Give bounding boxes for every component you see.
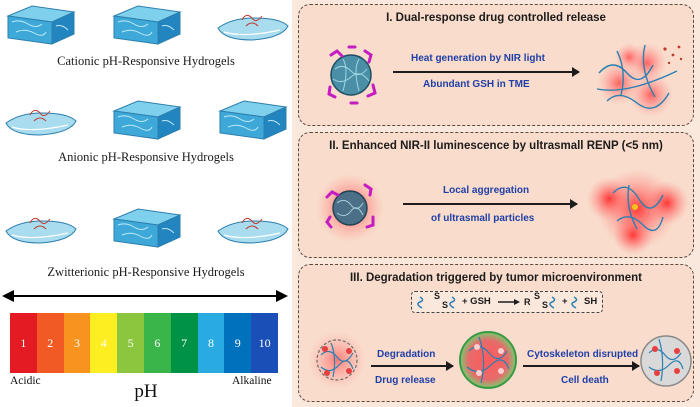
tumor-cell-with-particles-icon [459,331,517,389]
section-degradation: III. Degradation triggered by tumor micr… [298,264,694,402]
section1-line1: Heat generation by NIR light [411,53,545,64]
collapsed-hydrogel-sheet-icon [5,109,77,136]
swollen-hydrogel-block-icon [112,208,182,248]
swollen-hydrogel-block-icon [112,100,182,140]
ph-cell: 7 [170,313,198,373]
section1-arrow [393,67,580,77]
cationic-hydrogel-row [0,0,292,50]
collapsed-hydrogel-sheet-icon [217,14,289,41]
disulfide-reaction: S S + GSH R S S + SH [411,291,603,313]
section2-line1: Local aggregation [443,185,530,196]
ph-cell: 5 [117,313,144,373]
section3-label-b2: Cell death [561,375,609,386]
section3-arrow-a [371,361,454,371]
zwitterionic-hydrogel-row [0,203,292,253]
acidic-label: Acidic [10,375,41,387]
reaction-r: R [524,297,531,307]
ph-cell: 2 [36,313,64,373]
ph-cell: 8 [197,313,225,373]
reaction-s1: S [434,291,441,301]
double-arrow-icon [2,290,288,302]
reaction-plus-gsh: + GSH [462,296,491,307]
ph-cell: 6 [143,313,171,373]
ph-cell: 3 [63,313,91,373]
swollen-hydrogel-block-icon [218,100,288,140]
ph-cell: 10 [251,313,278,373]
released-drug-glow-icon [596,43,683,117]
cationic-caption: Cationic pH-Responsive Hydrogels [57,54,235,68]
section3-label-a2: Drug release [375,375,436,386]
section2-title: II. Enhanced NIR-II luminescence by ultr… [329,140,663,152]
anionic-hydrogel-row [0,95,292,145]
ph-cell: 4 [90,313,118,373]
ph-cell: 1 [10,313,37,373]
swollen-hydrogel-block-icon [6,5,76,45]
section1-title: I. Dual-response drug controlled release [386,12,606,24]
reaction-s2: S [442,300,449,310]
section3-arrow-b [523,361,640,371]
section2-line2: of ultrasmall particles [431,213,535,224]
collapsed-hydrogel-sheet-icon [5,217,77,244]
section-dual-response: I. Dual-response drug controlled release… [298,4,694,126]
collapsed-hydrogel-sheet-icon [217,217,289,244]
ph-cell: 9 [224,313,252,373]
section2-arrow [403,199,578,209]
section3-label-a1: Degradation [377,349,436,360]
right-panel: I. Dual-response drug controlled release… [292,0,700,407]
section-nir-ii-luminescence: II. Enhanced NIR-II luminescence by ultr… [298,132,694,258]
intact-nanoparticle-icon [308,331,366,389]
reaction-s4: S [542,300,549,310]
anionic-caption: Anionic pH-Responsive Hydrogels [58,150,234,164]
thiol-squiggle-icon [571,296,578,309]
ph-axis-label: pH [134,381,158,402]
disulfide-squiggle-icon [449,296,456,309]
section3-title: III. Degradation triggered by tumor micr… [349,272,642,284]
reaction-sh: SH [584,296,598,307]
glowing-nanoparticle-icon [316,174,384,242]
disulfide-squiggle-icon [549,296,556,309]
disulfide-squiggle-icon [417,296,424,309]
reaction-plus: + [562,296,568,307]
nanoparticle-with-drug-icon [327,45,377,105]
reaction-arrow-icon [498,299,520,305]
reaction-s3: S [534,291,541,301]
swollen-hydrogel-block-icon [112,5,182,45]
left-panel: Cationic pH-Responsive Hydrogels Anionic… [0,0,292,407]
zwitterionic-caption: Zwitterionic pH-Responsive Hydrogels [47,265,245,279]
section1-line2: Abundant GSH in TME [423,79,530,90]
section3-label-b1: Cytoskeleton disrupted [527,349,639,360]
aggregated-particles-glow-icon [587,169,689,255]
alkaline-label: Alkaline [232,375,272,387]
dead-cell-icon [640,335,692,387]
